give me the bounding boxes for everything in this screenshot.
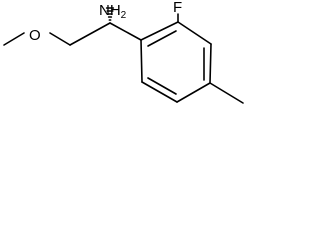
amine-symbol: NH (99, 2, 121, 19)
stereo-hashed-wedge-bond (105, 7, 115, 21)
oxygen-atom-label: O (29, 27, 41, 44)
chemical-structure-diagram: O NH2 F (3, 0, 244, 104)
benzene-ring (140, 21, 212, 103)
aromatic-double-bond (147, 77, 177, 95)
aromatic-double-bond (147, 30, 177, 47)
bond-ring-methyl (209, 82, 244, 104)
bond-ch2-chiral-carbon (69, 22, 111, 46)
bond-methyl-oxygen (3, 32, 25, 46)
amine-atom-label: NH2 (99, 2, 127, 21)
bond-oxygen-ch2 (49, 32, 71, 46)
fluorine-atom-label: F (173, 0, 182, 16)
bond-chiral-carbon-ring (109, 22, 142, 41)
amine-subscript: 2 (121, 10, 127, 21)
